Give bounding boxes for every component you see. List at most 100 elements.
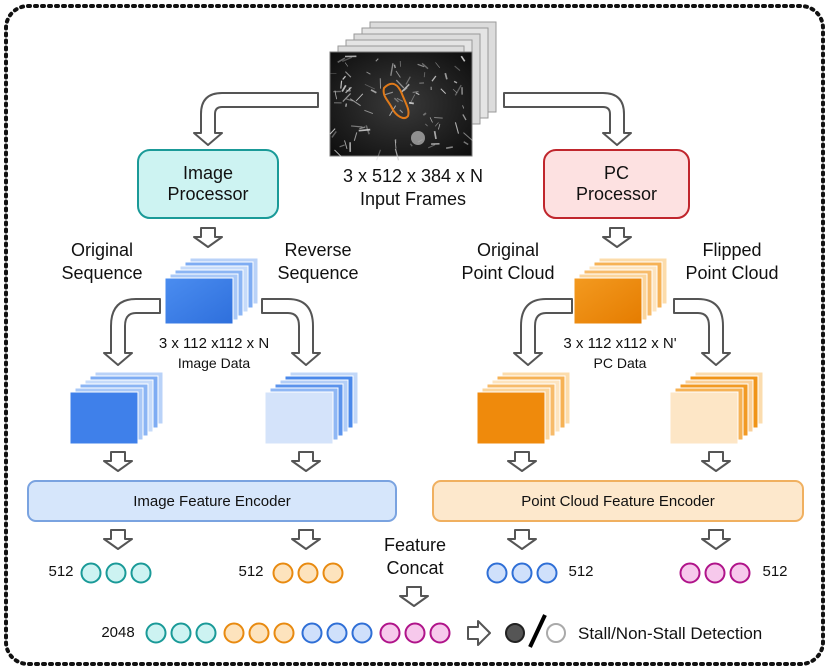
image-data-stack: [164, 257, 259, 325]
input-frame-image: [329, 51, 473, 157]
feature-circle-pc-flip: [704, 562, 726, 584]
feature-circle-image-orig: [130, 562, 152, 584]
vessel-speck: [405, 76, 411, 85]
image-data-dims: 3 x 112 x112 x N: [158, 335, 270, 352]
vessel-speck: [349, 98, 361, 107]
vessel-speck: [427, 144, 436, 149]
feature-concat-line1: Feature: [383, 535, 447, 555]
vessel-speck: [376, 149, 382, 161]
vessel-speck: [366, 71, 371, 75]
arrow-encoder-to-feature1: [103, 529, 133, 550]
concat-feature-circle: [351, 622, 373, 644]
image-processor-label: Image Processor: [138, 150, 278, 218]
vessel-speck: [396, 97, 404, 102]
bright-spot: [411, 131, 425, 145]
vessel-speck: [345, 71, 352, 78]
vessel-speck: [342, 93, 352, 103]
vessel-speck: [370, 89, 377, 94]
input-frames-stack: [329, 21, 497, 161]
vessel-speck: [346, 98, 353, 102]
reverse-sequence-line2: Sequence: [277, 263, 359, 283]
vessel-speck: [453, 80, 458, 84]
image-processor-line1: Image: [182, 163, 234, 183]
image-feature-encoder-label: Image Feature Encoder: [133, 492, 291, 510]
feature-circle-image-rev: [297, 562, 319, 584]
vessel-speck: [393, 64, 396, 69]
feature-circle-pc-flip: [679, 562, 701, 584]
stall-indicator: [505, 614, 566, 648]
input-dims-label: 3 x 512 x 384 x N: [342, 166, 484, 186]
feature-512-pc-orig: 512: [568, 563, 594, 580]
vessel-speck: [434, 122, 439, 127]
vessel-speck: [337, 57, 346, 63]
flipped-point-cloud-line1: Flipped: [702, 240, 762, 260]
arrow-to-flipped-point-cloud: [673, 298, 731, 366]
vessel-speck: [408, 101, 414, 105]
vessel-speck: [393, 97, 400, 103]
vessel-speck: [435, 62, 441, 68]
feature-circle-pc-flip: [729, 562, 751, 584]
image-processor-line2: Processor: [167, 184, 249, 204]
feature-circle-pc-orig: [511, 562, 533, 584]
concat-feature-circle: [248, 622, 270, 644]
arrow-left-stack1-to-encoder: [103, 451, 133, 472]
vessel-speck: [454, 122, 460, 134]
stack-front-layer: [69, 391, 139, 445]
pc-processor-box: [543, 149, 690, 219]
flipped-point-cloud-line2: Point Cloud: [685, 263, 779, 283]
input-frames-label: Input Frames: [359, 189, 467, 209]
vessel-speck: [344, 62, 349, 67]
concat-feature-circle: [195, 622, 217, 644]
vessel-speck: [399, 109, 404, 114]
pc-data-stack: [573, 257, 668, 325]
vessel-speck: [334, 149, 342, 157]
vessel-speck: [440, 88, 447, 94]
vessel-speck: [409, 94, 416, 105]
original-point-cloud-stack: [476, 371, 571, 445]
stack-front-layer: [476, 391, 546, 445]
concat-feature-circle: [326, 622, 348, 644]
arrow-to-original-sequence: [103, 298, 161, 366]
vessel-speck: [462, 114, 467, 121]
original-point-cloud-line1: Original: [476, 240, 540, 260]
concat-feature-circle: [170, 622, 192, 644]
stack-front-layer: [164, 277, 234, 325]
vessel-speck: [412, 90, 419, 94]
vessel-speck: [454, 65, 461, 72]
vessel-speck: [422, 112, 427, 116]
vessel-speck: [339, 144, 345, 148]
vessel-speck: [344, 140, 348, 150]
vessel-speck: [355, 93, 364, 102]
non-stall-dot: [546, 623, 566, 643]
reverse-sequence-stack: [264, 371, 359, 445]
vessel-speck: [452, 88, 458, 94]
vessel-speck: [433, 130, 437, 140]
outer-frame: [4, 4, 825, 666]
vessel-speck: [365, 125, 370, 135]
vessel-speck: [463, 132, 474, 142]
arrow-encoder-to-feature4: [701, 529, 731, 550]
image-feature-encoder-box: [27, 480, 397, 522]
original-sequence-line1: Original: [70, 240, 134, 260]
vessel-speck: [340, 80, 343, 89]
vessel-speck: [454, 84, 462, 96]
vessel-speck: [359, 126, 366, 130]
vessel-speck: [421, 62, 429, 70]
pc-processor-line1: PC: [603, 163, 629, 183]
vessel-speck: [341, 84, 347, 93]
vessel-speck: [409, 143, 413, 147]
image-processor-box: [137, 149, 279, 219]
arrow-encoder-to-feature2: [291, 529, 321, 550]
stall-roi-outline: [382, 82, 410, 119]
original-sequence-line2: Sequence: [61, 263, 143, 283]
image-data-label: Image Data: [177, 355, 251, 371]
feature-512-image-rev: 512: [238, 563, 264, 580]
vessel-speck: [394, 139, 397, 149]
vessel-speck: [390, 63, 394, 76]
reverse-sequence-line1: Reverse: [284, 240, 352, 260]
arrow-feature-concat-down: [399, 586, 429, 607]
arrow-left-stack2-to-encoder: [291, 451, 321, 472]
vessel-speck: [463, 141, 469, 146]
vessel-speck: [444, 72, 448, 80]
vessel-speck: [415, 92, 420, 96]
